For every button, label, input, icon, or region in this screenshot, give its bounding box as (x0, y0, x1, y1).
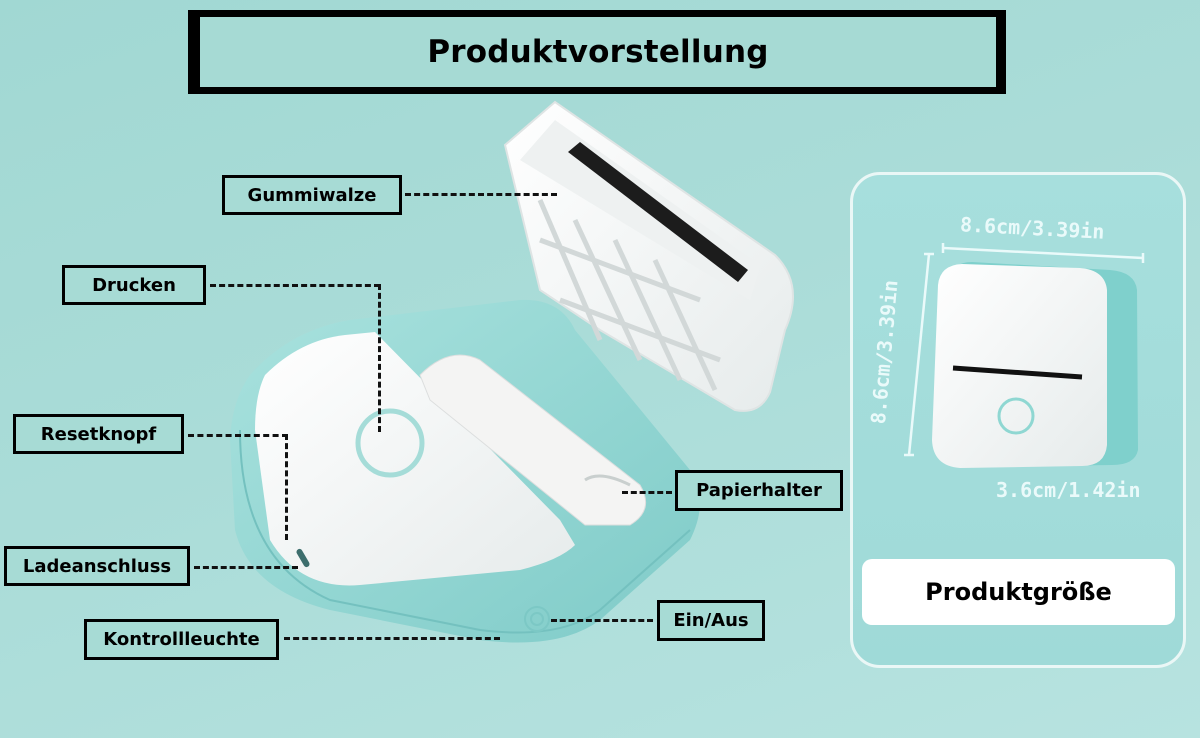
mini-print-button (997, 397, 1035, 435)
mini-printer (932, 264, 1107, 468)
printer-body (230, 299, 700, 643)
printer-lid (503, 100, 794, 412)
leader-line-resetknopf-v (285, 434, 288, 540)
callout-resetknopf: Resetknopf (13, 414, 184, 454)
width-dimension-line (942, 246, 1144, 260)
leader-line-gummiwalze (405, 193, 557, 196)
callout-papierhalter-text: Papierhalter (696, 480, 822, 501)
callout-papierhalter: Papierhalter (675, 470, 843, 511)
callout-ladeanschluss: Ladeanschluss (4, 546, 190, 586)
page-title-banner: Produktvorstellung (188, 10, 1006, 94)
product-size-label-text: Produktgröße (925, 578, 1112, 606)
callout-ein-aus: Ein/Aus (657, 600, 765, 641)
height-dimension-line (907, 253, 931, 456)
power-button-icon (524, 606, 550, 632)
print-button (355, 408, 425, 478)
leader-line-ein-aus (551, 619, 653, 622)
leader-line-kontrollleuchte (284, 637, 500, 640)
callout-ladeanschluss-text: Ladeanschluss (22, 555, 172, 577)
paper-slot (952, 365, 1083, 380)
product-size-label: Produktgröße (862, 559, 1175, 625)
rubber-roller (568, 142, 748, 282)
callout-drucken: Drucken (62, 265, 206, 305)
callout-drucken-text: Drucken (92, 274, 176, 296)
leader-line-ladeanschluss (194, 566, 298, 569)
leader-line-papierhalter (622, 491, 672, 494)
callout-resetknopf-text: Resetknopf (40, 423, 157, 445)
callout-gummiwalze: Gummiwalze (222, 175, 402, 215)
callout-gummiwalze-text: Gummiwalze (247, 184, 377, 206)
leader-line-resetknopf-h (188, 434, 288, 437)
depth-dimension: 3.6cm/1.42in (996, 478, 1141, 502)
page-title: Produktvorstellung (427, 34, 769, 70)
callout-ein-aus-text: Ein/Aus (673, 610, 749, 631)
leader-line-drucken-v (378, 284, 381, 432)
callout-kontrollleuchte-text: Kontrollleuchte (103, 629, 260, 650)
leader-line-drucken-h (210, 284, 380, 287)
charging-port (296, 548, 310, 568)
callout-kontrollleuchte: Kontrollleuchte (84, 619, 279, 660)
